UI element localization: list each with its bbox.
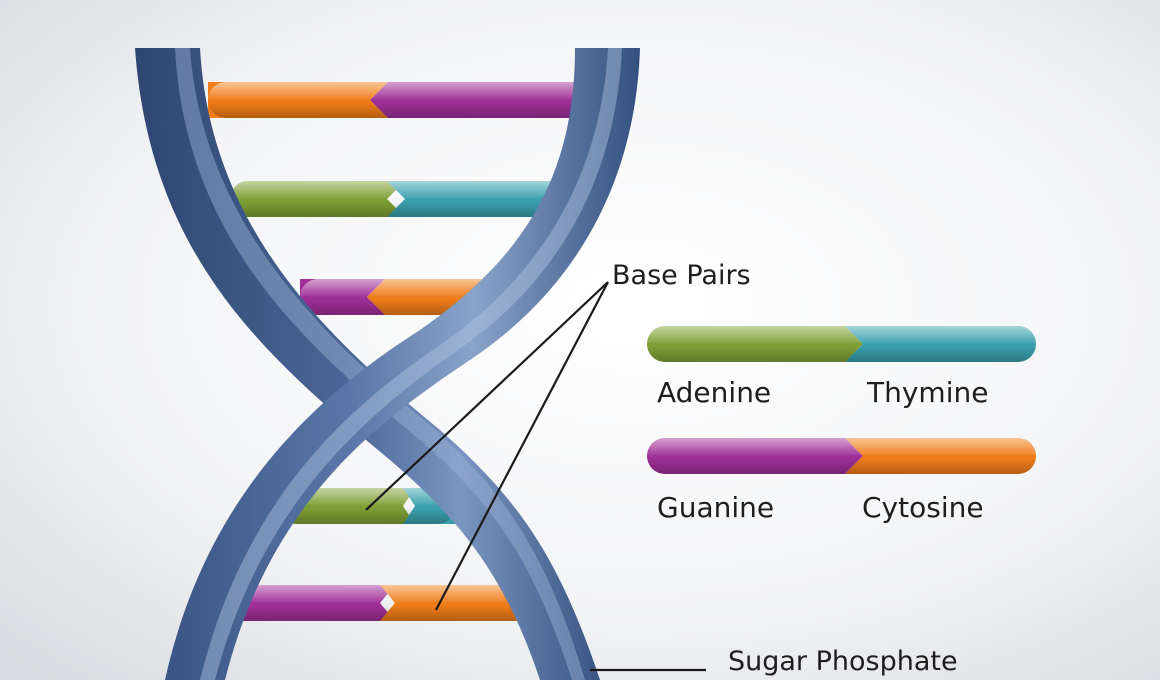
legend-label-cytosine: Cytosine <box>862 491 984 524</box>
rung-2 <box>230 181 578 217</box>
base-pairs-leader-1 <box>365 281 609 511</box>
leader-lines <box>365 281 706 672</box>
legend-bar-guanine-cytosine <box>647 438 1036 474</box>
legend-bar-1-gloss <box>647 326 1036 362</box>
rung-1-gloss <box>208 82 614 118</box>
backbone-strand-a <box>135 48 600 680</box>
rung-5-gloss <box>206 585 530 621</box>
backbone-strand-b <box>165 48 640 680</box>
base-pairs-leader-2 <box>435 281 609 611</box>
sugar-phosphate-backbone-b <box>165 48 640 680</box>
base-pair-rungs <box>206 82 614 621</box>
legend-label-guanine: Guanine <box>657 491 774 524</box>
legend-label-thymine: Thymine <box>866 376 988 409</box>
sugar-phosphate-label: Sugar Phosphate <box>728 646 958 677</box>
rung-5 <box>206 585 530 621</box>
sugar-phosphate-backbone-a <box>135 48 600 680</box>
legend-bar-adenine-thymine <box>647 326 1036 362</box>
rung-1 <box>208 82 614 118</box>
rung-2-gloss <box>230 181 578 217</box>
legend-bar-2-gloss <box>647 438 1036 474</box>
base-pairs-label: Base Pairs <box>612 260 751 291</box>
legend-label-adenine: Adenine <box>657 376 771 409</box>
rung-4-gloss <box>278 488 455 524</box>
legend <box>647 326 1036 474</box>
